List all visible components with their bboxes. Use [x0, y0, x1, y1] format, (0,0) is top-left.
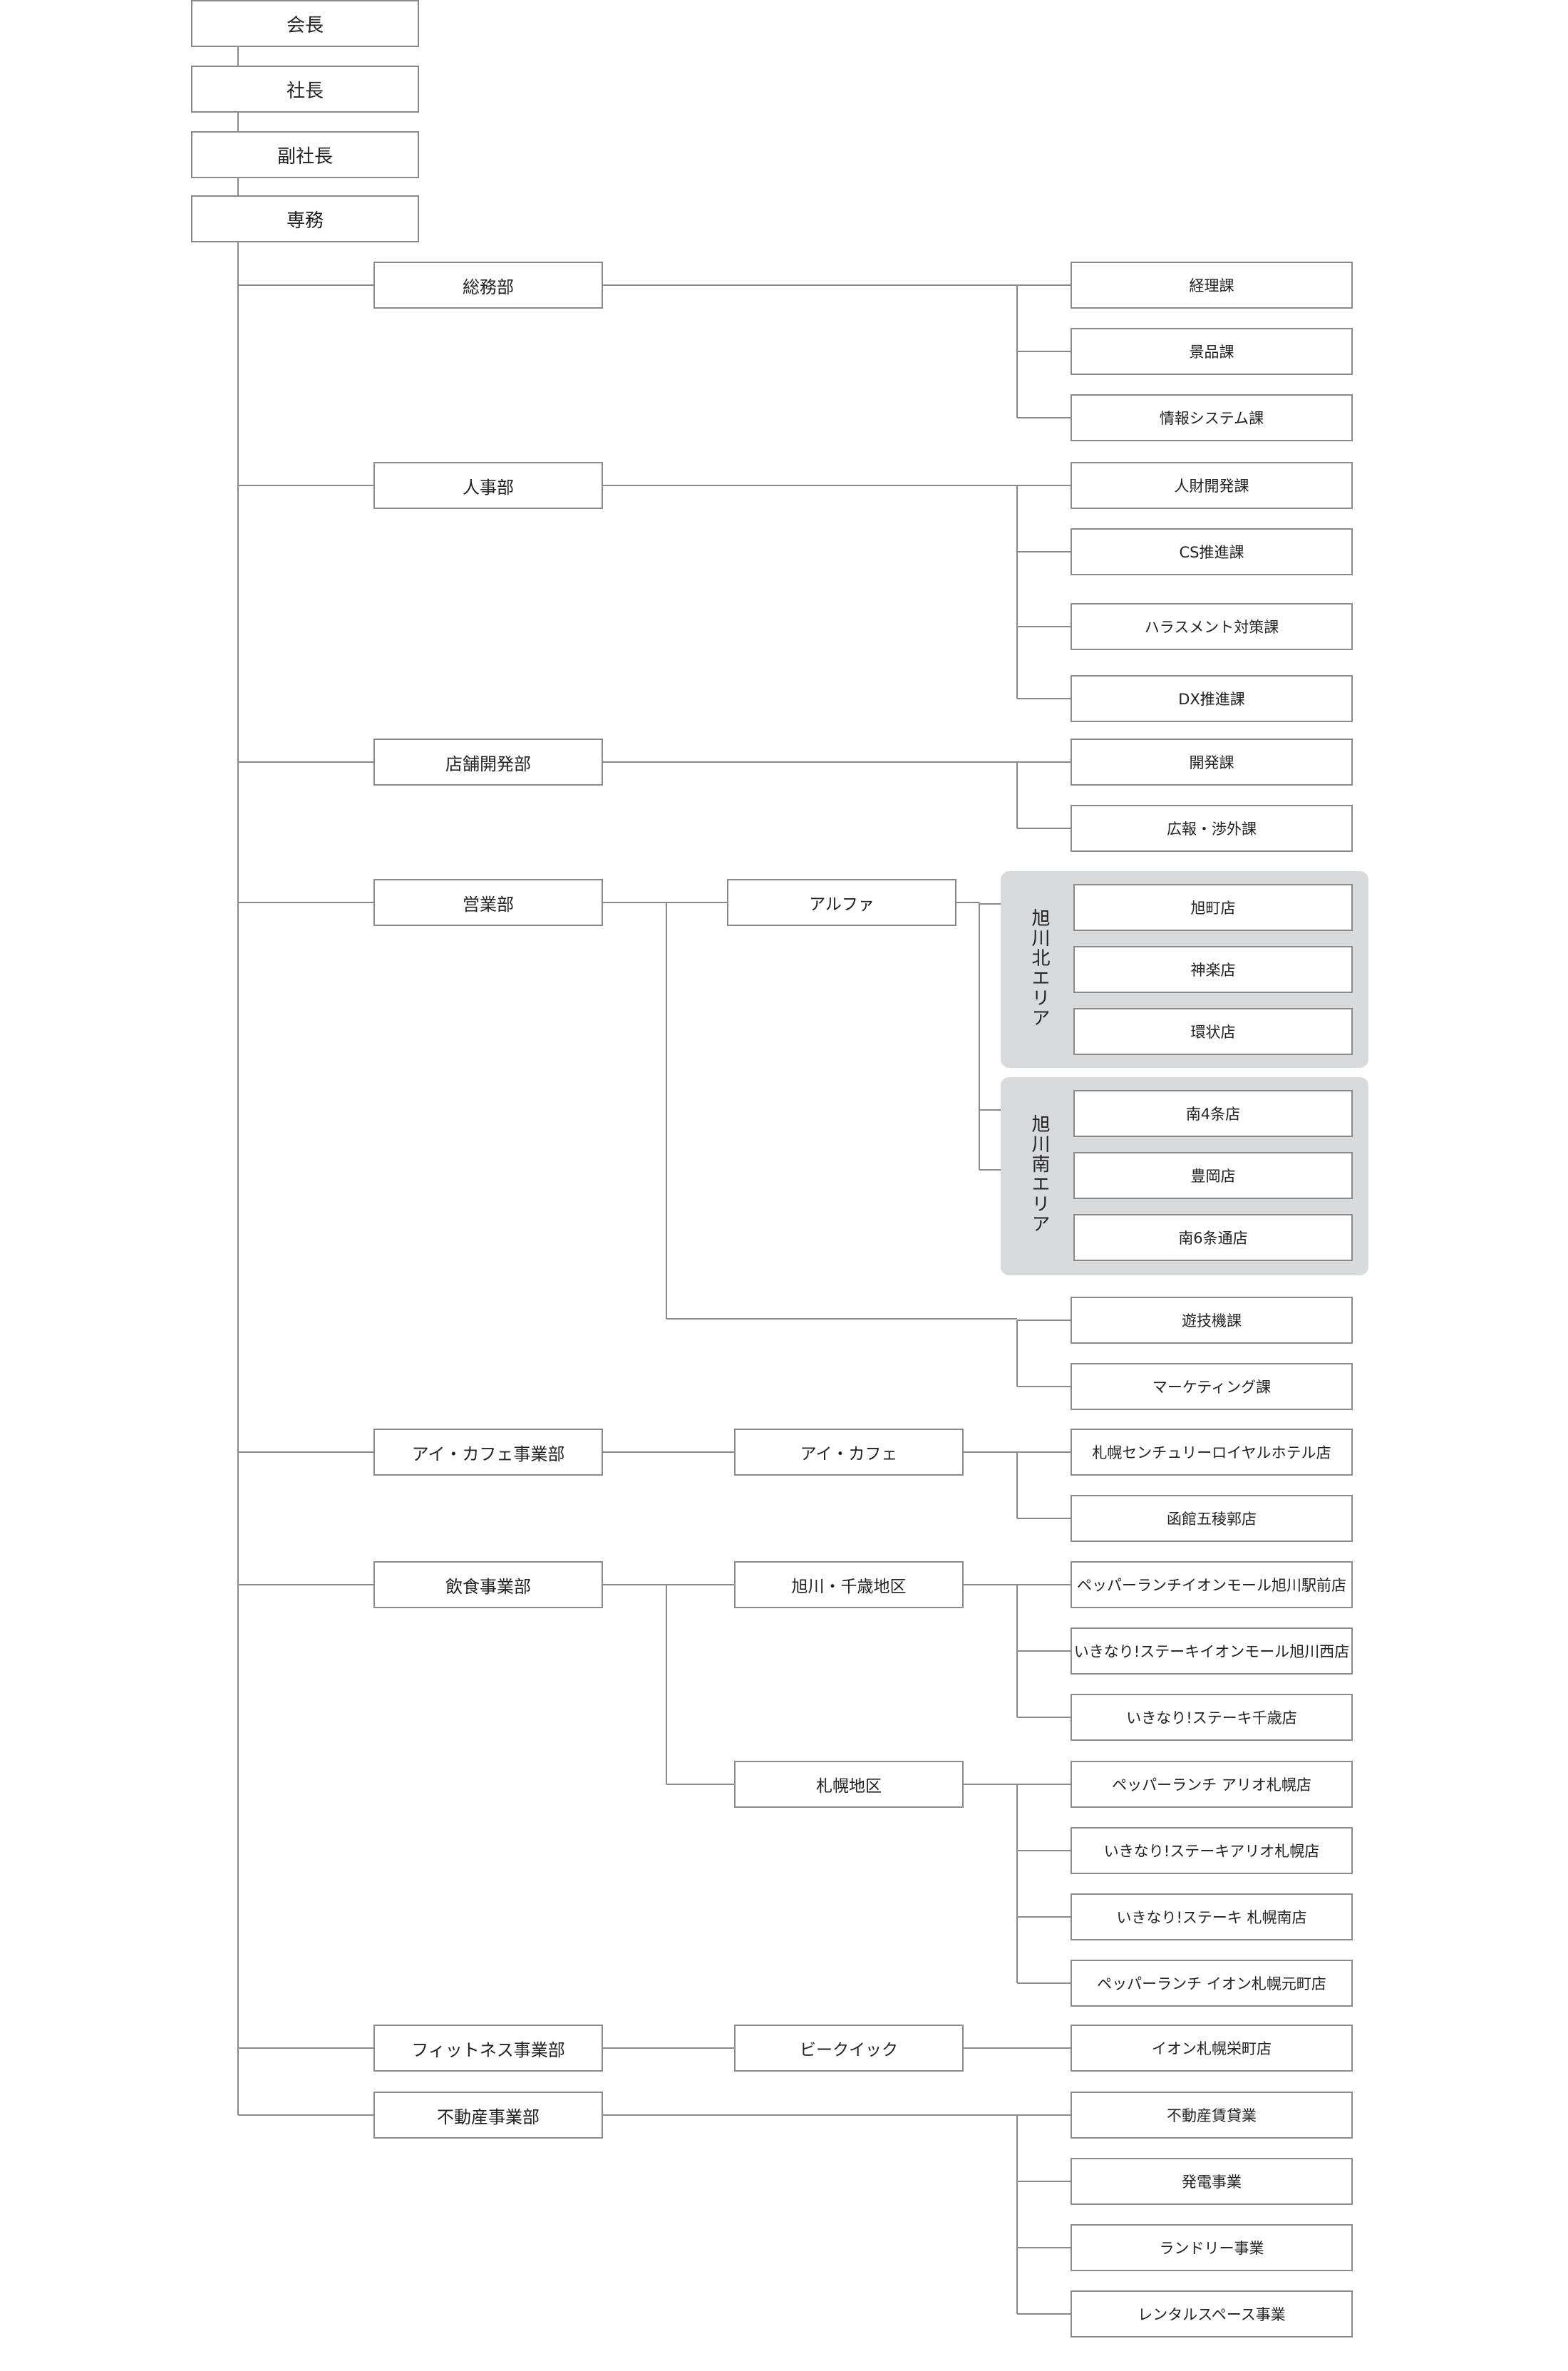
section-box: 広報・渉外課: [1071, 805, 1353, 852]
brand-box: ビークイック: [734, 2025, 964, 2072]
store-box: 旭町店: [1073, 884, 1353, 931]
store-box: いきなり!ステーキアリオ札幌店: [1071, 1827, 1353, 1874]
store-box: 札幌センチュリーロイヤルホテル店: [1071, 1429, 1353, 1476]
store-box: ペッパーランチ アリオ札幌店: [1071, 1761, 1353, 1808]
store-box: イオン札幌栄町店: [1071, 2025, 1353, 2072]
section-box: マーケティング課: [1071, 1363, 1353, 1410]
section-box: レンタルスペース事業: [1071, 2290, 1353, 2337]
store-box: 環状店: [1073, 1008, 1353, 1055]
department-box: フィットネス事業部: [373, 2025, 603, 2072]
section-box: DX推進課: [1071, 675, 1353, 722]
department-box: 飲食事業部: [373, 1561, 603, 1608]
section-box: 発電事業: [1071, 2158, 1353, 2205]
section-box: 情報システム課: [1071, 394, 1353, 441]
section-box: 人財開発課: [1071, 462, 1353, 509]
department-box: 営業部: [373, 879, 603, 926]
store-box: ペッパーランチ イオン札幌元町店: [1071, 1960, 1353, 2007]
store-box: 南6条通店: [1073, 1214, 1353, 1261]
department-box: 不動産事業部: [373, 2092, 603, 2139]
store-box: いきなり!ステーキ千歳店: [1071, 1694, 1353, 1741]
section-box: ランドリー事業: [1071, 2224, 1353, 2271]
department-box: 総務部: [373, 262, 603, 309]
section-box: 景品課: [1071, 328, 1353, 375]
department-box: アイ・カフェ事業部: [373, 1429, 603, 1476]
executive-box: 社長: [191, 66, 419, 113]
section-box: CS推進課: [1071, 528, 1353, 575]
area-label: 旭川北エリア: [1028, 908, 1050, 1028]
district-box: 札幌地区: [734, 1761, 964, 1808]
department-box: 店舗開発部: [373, 739, 603, 786]
section-box: 不動産賃貸業: [1071, 2092, 1353, 2139]
brand-box: アルファ: [727, 879, 956, 926]
executive-box: 副社長: [191, 131, 419, 178]
section-box: ハラスメント対策課: [1071, 603, 1353, 650]
store-box: 函館五稜郭店: [1071, 1495, 1353, 1542]
store-box: いきなり!ステーキ 札幌南店: [1071, 1893, 1353, 1940]
store-box: 南4条店: [1073, 1090, 1353, 1137]
district-box: 旭川・千歳地区: [734, 1561, 964, 1608]
area-label: 旭川南エリア: [1028, 1114, 1050, 1234]
store-box: 神楽店: [1073, 946, 1353, 993]
section-box: 遊技機課: [1071, 1297, 1353, 1344]
executive-box: 会長: [191, 0, 419, 47]
store-box: 豊岡店: [1073, 1152, 1353, 1199]
store-box: ペッパーランチイオンモール旭川駅前店: [1071, 1561, 1353, 1608]
brand-box: アイ・カフェ: [734, 1429, 964, 1476]
department-box: 人事部: [373, 462, 603, 509]
store-box: いきなり!ステーキイオンモール旭川西店: [1071, 1627, 1353, 1675]
section-box: 経理課: [1071, 262, 1353, 309]
section-box: 開発課: [1071, 739, 1353, 786]
executive-box: 専務: [191, 195, 419, 242]
